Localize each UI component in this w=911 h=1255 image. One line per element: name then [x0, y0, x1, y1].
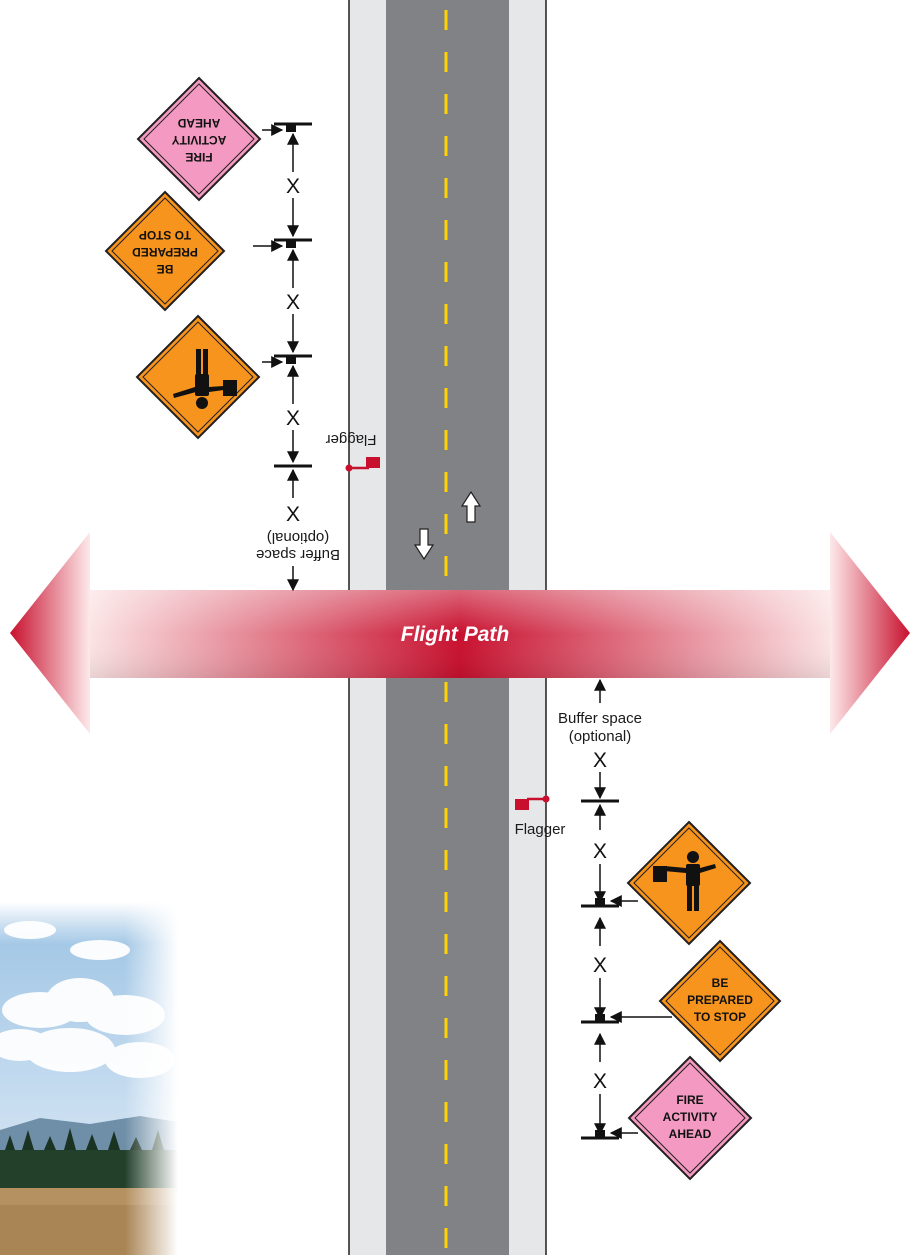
- flagger-sign-icon: [628, 822, 750, 944]
- sign-text: BE: [712, 976, 729, 990]
- flagger-label: Flagger: [515, 821, 566, 838]
- sign-post-icon: [581, 1014, 619, 1022]
- spacing-label: X: [593, 1070, 607, 1093]
- spacing-label: X: [593, 954, 607, 977]
- sign-post-icon: [274, 240, 312, 248]
- sign-text: TO STOP: [139, 228, 191, 242]
- flagger-sign-icon: [137, 316, 259, 438]
- sign-text: AHEAD: [669, 1127, 712, 1141]
- sign-text: ACTIVITY: [172, 133, 227, 147]
- spacing-label: X: [286, 407, 300, 430]
- flight-path-left-arrowhead: [10, 532, 90, 734]
- flight-path-right-arrowhead: [830, 532, 910, 734]
- sign-text: BE: [157, 262, 174, 276]
- be-prepared-to-stop-sign: BE PREPARED TO STOP: [660, 941, 780, 1061]
- sign-text: AHEAD: [177, 116, 220, 130]
- sign-post-icon: [274, 356, 312, 364]
- spacing-label: X: [593, 840, 607, 863]
- sign-post-icon: [581, 1130, 619, 1138]
- sign-text: FIRE: [676, 1093, 703, 1107]
- buffer-space-label: Buffer space: [256, 546, 340, 563]
- fire-activity-sign: FIRE ACTIVITY AHEAD: [629, 1057, 751, 1179]
- spacing-label: X: [593, 749, 607, 772]
- sign-text: PREPARED: [687, 993, 753, 1007]
- buffer-optional-label: (optional): [569, 728, 632, 745]
- sign-text: TO STOP: [694, 1010, 746, 1024]
- fire-activity-sign: FIRE ACTIVITY AHEAD: [138, 78, 260, 200]
- sign-text: FIRE: [185, 150, 212, 164]
- sign-post-icon: [274, 124, 312, 132]
- flight-path-label: Flight Path: [401, 623, 510, 646]
- sign-text: PREPARED: [132, 245, 198, 259]
- flagger-label: Flagger: [326, 431, 377, 448]
- buffer-optional-label: (optional): [267, 529, 330, 546]
- spacing-label: X: [286, 291, 300, 314]
- spacing-label: X: [286, 503, 300, 526]
- be-prepared-to-stop-sign: BE PREPARED TO STOP: [106, 192, 224, 310]
- buffer-space-label: Buffer space: [558, 710, 642, 727]
- sign-text: ACTIVITY: [663, 1110, 718, 1124]
- sign-post-icon: [581, 898, 619, 906]
- spacing-label: X: [286, 175, 300, 198]
- landscape-photo: [0, 902, 178, 1255]
